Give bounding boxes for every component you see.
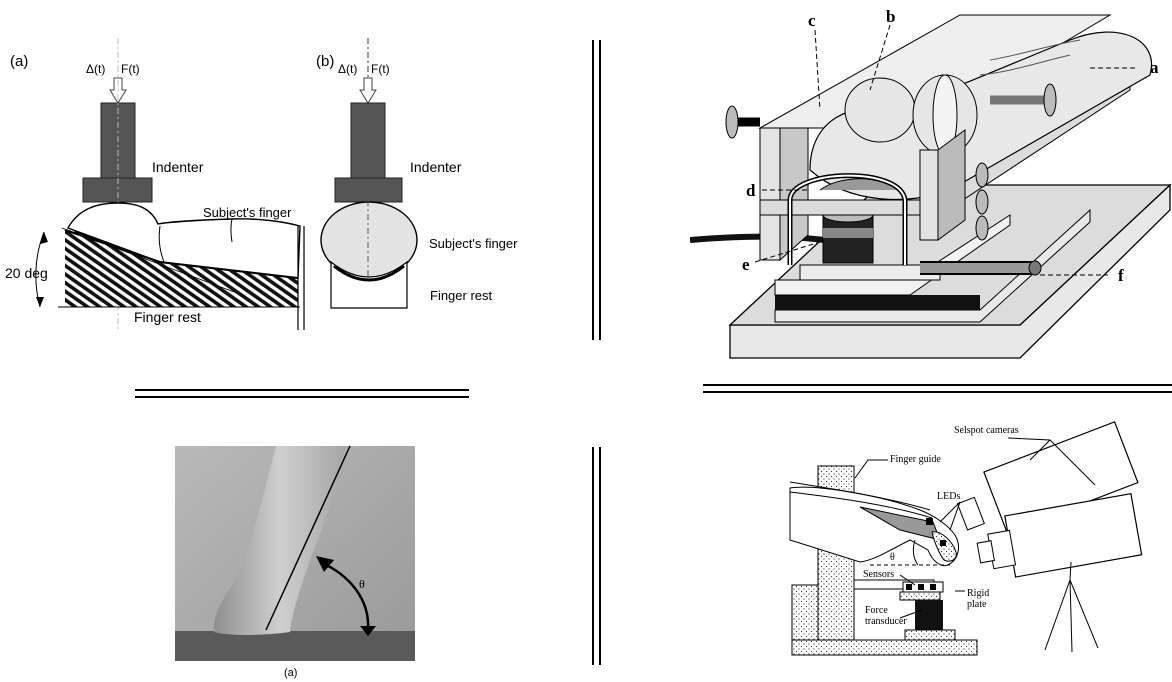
finger-photo: θ (a) [175,445,415,679]
finger-a [66,202,301,279]
cameras-label: Selspot cameras [954,425,1019,436]
sensors-label: Sensors [863,569,894,580]
force-transducer-label-2: transducer [865,616,907,627]
finger-rest-a [65,230,298,307]
theta-diagram-label: θ [890,552,895,563]
label-b: (b) [316,53,334,70]
finger-guide-label: Finger guide [890,454,941,465]
part-label-e: e [742,255,750,274]
finger-a-label: Subject's finger [203,205,292,220]
indenter-b-label: Indenter [410,159,462,175]
separator-horizontal-left-2 [135,396,469,398]
separator-horizontal-left-1 [135,389,469,391]
indenter-a [82,38,153,330]
finger-holder-apparatus: a b c d e f [690,7,1172,359]
force-a-label: F(t) [121,62,140,76]
leds-label: LEDs [937,491,960,502]
separator-horizontal-right-2 [703,391,1172,393]
indenter-a-label: Indenter [152,159,204,175]
finger-b-label: Subject's finger [429,236,518,251]
separator-vertical-top-2 [599,40,601,340]
force-b-label: F(t) [371,62,390,76]
camera-front [976,493,1143,578]
part-label-a: a [1150,58,1159,77]
photo-caption: (a) [284,667,297,679]
delta-a-label: Δ(t) [86,62,105,76]
part-label-c: c [808,11,816,30]
indenter-diagram: (a) (b) Δ(t) F(t) Indenter Subject's fin… [5,38,518,330]
part-label-b: b [886,7,895,26]
theta-photo-label: θ [359,577,365,591]
separator-vertical-top-1 [592,40,594,340]
camera-measurement-setup: Selspot cameras Finger guide LEDs θ Sens… [789,421,1143,656]
angle-label: 20 deg [5,265,48,281]
force-transducer-label-1: Force [865,605,888,616]
part-label-f: f [1118,266,1124,285]
rest-a-label: Finger rest [134,309,201,325]
rigid-plate-label-1: Rigid [967,588,989,599]
rest-b-label: Finger rest [430,288,493,303]
label-a: (a) [10,53,28,70]
separator-vertical-bottom-2 [599,447,601,665]
rigid-plate-label-2: plate [967,599,987,610]
finger-rest-b [330,260,408,309]
separator-vertical-bottom-1 [592,447,594,665]
delta-b-label: Δ(t) [338,62,357,76]
part-label-d: d [746,181,756,200]
finger-shape [213,446,346,635]
separator-horizontal-right-1 [703,384,1172,386]
